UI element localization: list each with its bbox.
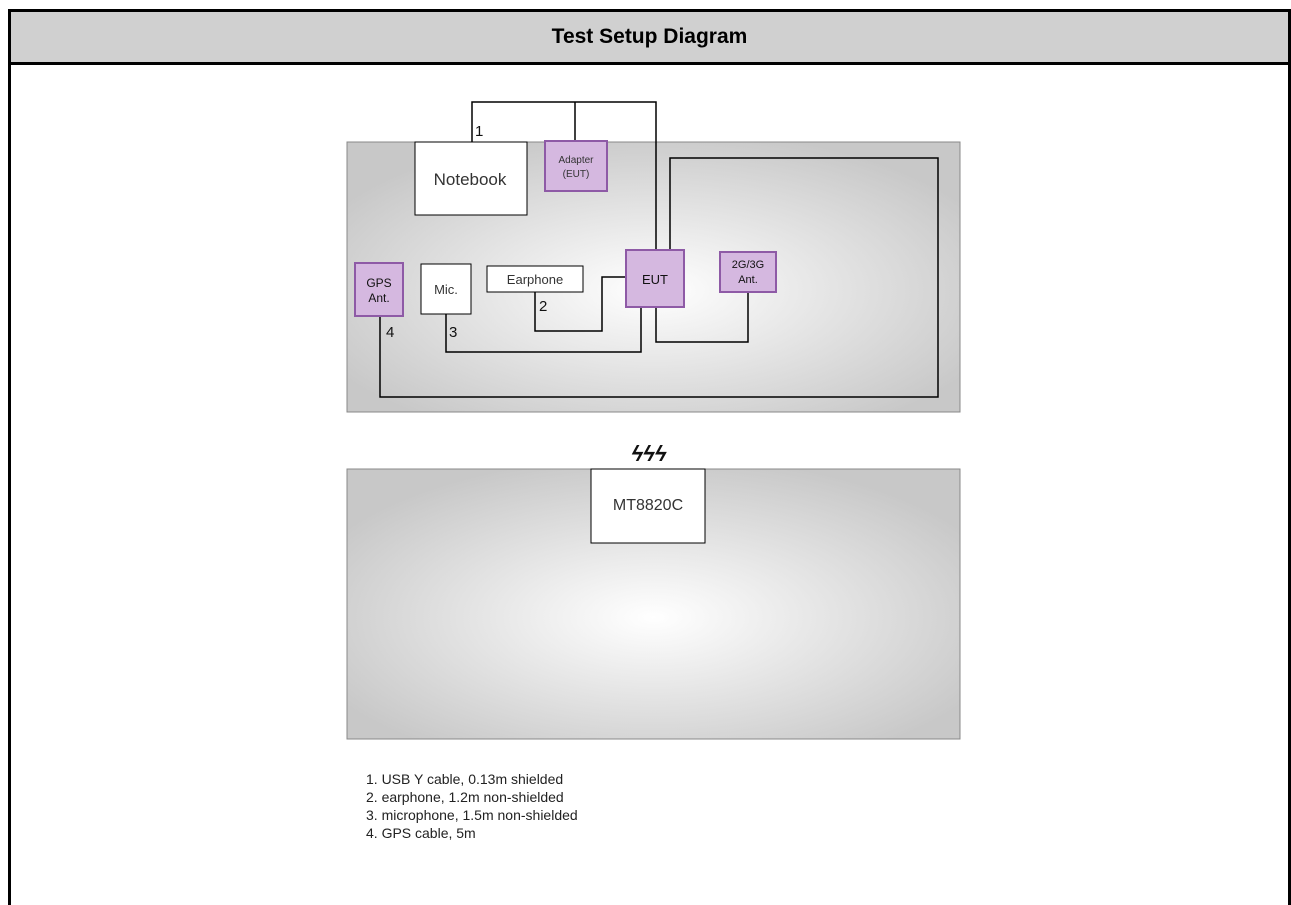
legend-item: 3. microphone, 1.5m non-shielded bbox=[366, 807, 578, 823]
cable-number-3: 3 bbox=[449, 324, 457, 341]
mic-box bbox=[420, 263, 472, 315]
gps-label-line1: GPS bbox=[366, 276, 391, 290]
notebook-label: Notebook bbox=[434, 170, 507, 189]
cable-number-4: 4 bbox=[386, 324, 394, 341]
mt8820c-box bbox=[590, 468, 706, 544]
mic-cable-line bbox=[445, 307, 642, 353]
mic-label: Mic. bbox=[434, 282, 458, 297]
page-title: Test Setup Diagram bbox=[551, 25, 748, 48]
gps-antenna-box bbox=[354, 262, 404, 317]
earphone-cable-line bbox=[534, 276, 626, 332]
gps-cable-line bbox=[379, 157, 939, 398]
eut-box bbox=[625, 249, 685, 308]
legend-item: 1. USB Y cable, 0.13m shielded bbox=[366, 771, 564, 787]
cellular-antenna-box bbox=[719, 251, 777, 293]
legend-item: 4. GPS cable, 5m bbox=[366, 825, 476, 841]
earphone-box bbox=[486, 265, 584, 293]
cable-number-1: 1 bbox=[475, 123, 483, 140]
eut-antenna-line bbox=[655, 292, 749, 343]
mt8820c-label: MT8820C bbox=[613, 497, 683, 514]
title-bar: Test Setup Diagram bbox=[11, 12, 1288, 65]
adapter-label-line1: Adapter bbox=[558, 155, 594, 166]
diagram-frame: Test Setup Diagram bbox=[8, 9, 1291, 905]
cable-legend: 1. USB Y cable, 0.13m shielded 2. earpho… bbox=[366, 770, 578, 842]
eut-label: EUT bbox=[642, 272, 668, 287]
adapter-box bbox=[544, 140, 608, 192]
legend-item: 2. earphone, 1.2m non-shielded bbox=[366, 789, 564, 805]
cable-number-2: 2 bbox=[539, 298, 547, 315]
adapter-label-line2: (EUT) bbox=[563, 169, 590, 180]
cellular-antenna-label-line2: Ant. bbox=[738, 274, 758, 286]
notebook-box bbox=[414, 141, 528, 216]
earphone-label: Earphone bbox=[507, 272, 563, 287]
usb-cable-line bbox=[471, 101, 657, 250]
cellular-antenna-label-line1: 2G/3G bbox=[732, 259, 764, 271]
wireless-link-icon: ϟϟϟ bbox=[632, 441, 667, 466]
gps-label-line2: Ant. bbox=[368, 291, 389, 305]
